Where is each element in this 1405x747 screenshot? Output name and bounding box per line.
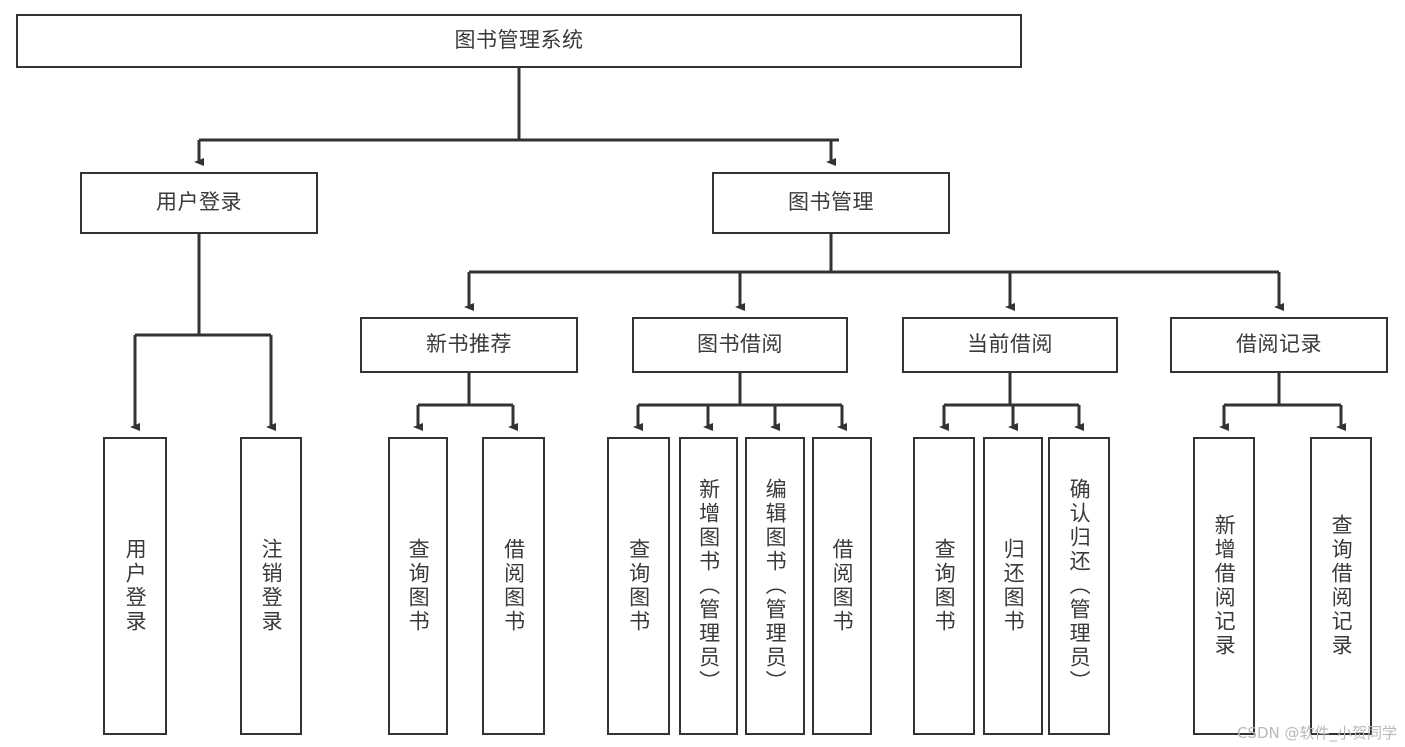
node-current-borrow[interactable]: 当前借阅: [902, 317, 1118, 373]
edge-new-book-recommend-to-leaves: [413, 373, 518, 431]
edge-borrow-record-to-leaves: [1219, 373, 1346, 431]
node-book-borrow[interactable]: 图书借阅: [632, 317, 848, 373]
node-leaf-query-book-recommend[interactable]: 查询图书: [388, 437, 448, 735]
node-leaf-user-logout-label: 注销登录: [259, 538, 284, 634]
node-leaf-query-borrow-record-label: 查询借阅记录: [1329, 514, 1354, 658]
node-leaf-query-book-recommend-label: 查询图书: [406, 538, 431, 634]
node-leaf-return-book[interactable]: 归还图书: [983, 437, 1043, 735]
node-leaf-add-book-label: 新增图书（管理员）: [696, 478, 721, 694]
edge-book-borrow-to-leaves: [633, 373, 847, 431]
node-leaf-borrow-book[interactable]: 借阅图书: [812, 437, 872, 735]
node-leaf-add-borrow-record[interactable]: 新增借阅记录: [1193, 437, 1255, 735]
node-new-book-recommend[interactable]: 新书推荐: [360, 317, 578, 373]
node-leaf-borrow-book-label: 借阅图书: [830, 538, 855, 634]
node-new-book-recommend-label: 新书推荐: [426, 332, 512, 357]
node-user-login[interactable]: 用户登录: [80, 172, 318, 234]
edge-book-manage-to-level3: [464, 234, 1284, 311]
node-leaf-confirm-return[interactable]: 确认归还（管理员）: [1048, 437, 1110, 735]
node-borrow-record-label: 借阅记录: [1236, 332, 1322, 357]
node-user-login-label: 用户登录: [156, 190, 242, 215]
node-root-label: 图书管理系统: [454, 28, 584, 53]
node-leaf-query-book-borrow[interactable]: 查询图书: [607, 437, 670, 735]
node-book-borrow-label: 图书借阅: [697, 332, 783, 357]
node-leaf-user-login[interactable]: 用户登录: [103, 437, 167, 735]
node-leaf-add-borrow-record-label: 新增借阅记录: [1212, 514, 1237, 658]
node-leaf-query-book-current[interactable]: 查询图书: [913, 437, 975, 735]
node-leaf-query-book-current-label: 查询图书: [932, 538, 957, 634]
node-borrow-record[interactable]: 借阅记录: [1170, 317, 1388, 373]
node-current-borrow-label: 当前借阅: [967, 332, 1053, 357]
node-root[interactable]: 图书管理系统: [16, 14, 1022, 68]
edge-root-to-level2: [194, 68, 839, 166]
node-leaf-user-login-label: 用户登录: [123, 538, 148, 634]
node-leaf-borrow-book-recommend[interactable]: 借阅图书: [482, 437, 545, 735]
node-leaf-borrow-book-recommend-label: 借阅图书: [501, 538, 526, 634]
node-leaf-confirm-return-label: 确认归还（管理员）: [1067, 478, 1092, 694]
node-leaf-add-book[interactable]: 新增图书（管理员）: [679, 437, 738, 735]
node-leaf-user-logout[interactable]: 注销登录: [240, 437, 302, 735]
watermark: CSDN @软件_小贺同学: [1236, 724, 1397, 742]
node-book-manage[interactable]: 图书管理: [712, 172, 950, 234]
edge-current-borrow-to-leaves: [939, 373, 1084, 431]
node-leaf-query-book-borrow-label: 查询图书: [626, 538, 651, 634]
node-leaf-edit-book[interactable]: 编辑图书（管理员）: [745, 437, 805, 735]
node-leaf-return-book-label: 归还图书: [1001, 538, 1026, 634]
edge-user-login-to-leaves: [130, 234, 276, 431]
node-leaf-query-borrow-record[interactable]: 查询借阅记录: [1310, 437, 1372, 735]
node-leaf-edit-book-label: 编辑图书（管理员）: [763, 478, 788, 694]
node-book-manage-label: 图书管理: [788, 190, 874, 215]
